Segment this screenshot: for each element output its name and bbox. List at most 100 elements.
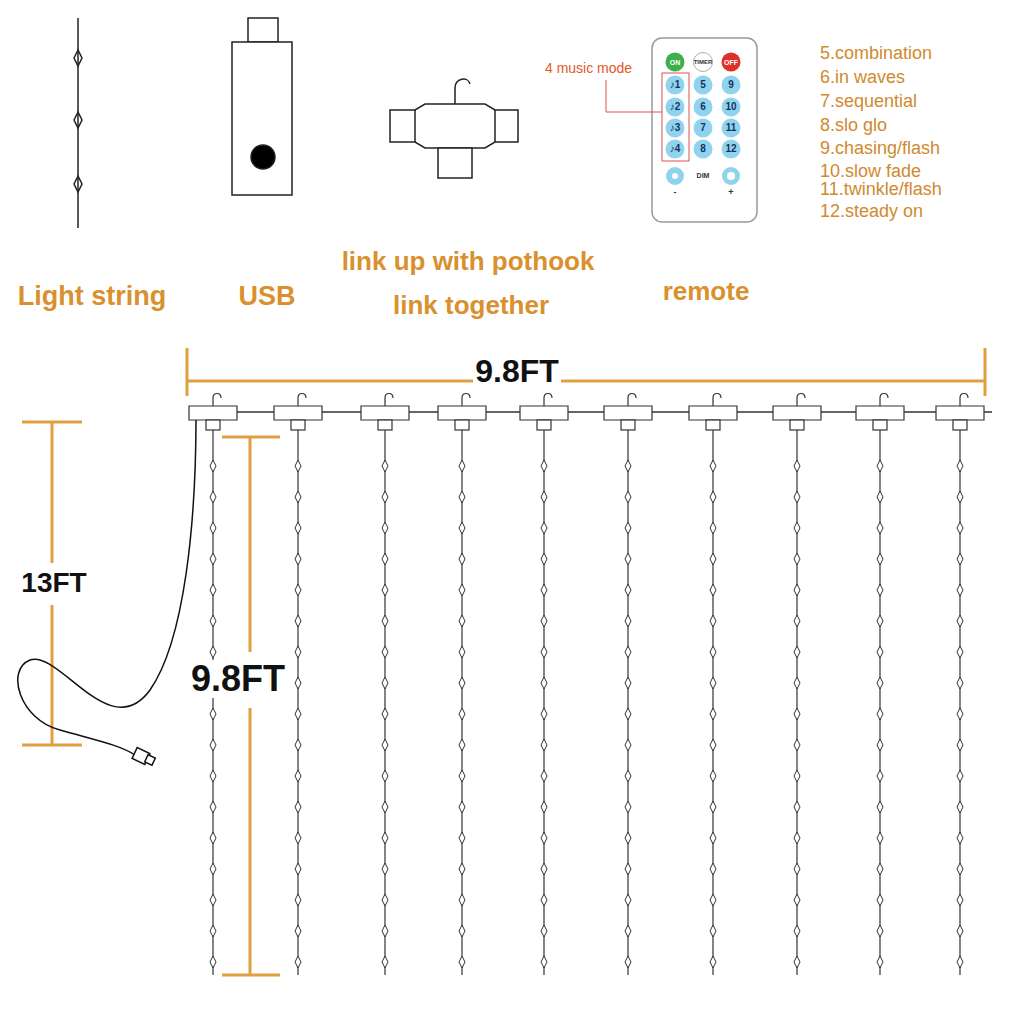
led-bead [210,770,216,782]
led-bead [957,956,963,968]
hook-connector [856,406,904,420]
led-bead [541,863,547,875]
led-bead [625,770,631,782]
led-bead [957,832,963,844]
led-bead [794,801,800,813]
led-bead [210,460,216,472]
hook-connector [936,406,984,420]
light-string-icon [74,18,82,228]
mode-item: 7.sequential [820,92,917,110]
connector-stem [706,420,720,430]
led-bead [625,894,631,906]
strand-wire [627,425,628,975]
light-strands [189,394,984,976]
led-bead [382,460,388,472]
strand-wire [879,425,880,975]
button-label: 10 [721,97,741,117]
led-bead [794,894,800,906]
led-bead [625,553,631,565]
led-bead [295,894,301,906]
led-bead [382,832,388,844]
usb-plug [132,748,155,766]
led-bead [541,491,547,503]
led-bead [295,770,301,782]
callout-text: 4 music mode [545,61,632,75]
led-bead [541,522,547,534]
led-bead [541,553,547,565]
led-bead [459,646,465,658]
mode-item: 8.slo glo [820,116,887,134]
button-label: 9 [721,75,741,95]
button-label: TIMER [693,52,713,72]
led-bead [625,956,631,968]
strand-wire [796,425,797,975]
remote-button: 5 [693,75,713,95]
led-bead [459,925,465,937]
remote-body [652,38,757,222]
pothook [544,394,552,407]
led-bead [877,770,883,782]
remote-button: TIMER [693,52,713,72]
led-bead [295,553,301,565]
led-bead [794,739,800,751]
pothook [628,394,636,407]
button-label: ♪4 [665,139,685,159]
led-bead [957,615,963,627]
led-bead [541,925,547,937]
pothook [213,394,221,407]
usb-cable [18,418,196,755]
connector-stem [378,420,392,430]
usb-icon [232,18,292,195]
pothook [713,394,721,407]
led-bead [625,925,631,937]
hook-connector [361,406,409,420]
led-bead [710,553,716,565]
led-bead [295,491,301,503]
connector-stem [206,420,220,430]
led-bead [794,863,800,875]
led-bead [710,956,716,968]
leader-line [606,80,662,112]
led-bead [295,832,301,844]
led-bead [382,956,388,968]
mode-item: 12.steady on [820,202,923,220]
strand-wire [212,425,213,975]
button-label: 5 [693,75,713,95]
button-label: 6 [693,97,713,117]
led-bead [210,584,216,596]
led-bead [625,832,631,844]
part-name: USB [238,283,295,310]
led-bead [710,801,716,813]
led-bead [794,584,800,596]
led-bead [710,646,716,658]
hook-connector [773,406,821,420]
led-bead [957,894,963,906]
led-bead [877,615,883,627]
led-bead [541,770,547,782]
remote-button: ♪3 [665,118,685,138]
remote-button: 6 [693,97,713,117]
button-label: ♪2 [665,97,685,117]
led-bead [382,491,388,503]
led-bead [877,460,883,472]
led-bead [459,522,465,534]
led-bead [625,522,631,534]
led-bead [295,615,301,627]
led-bead [877,801,883,813]
hook-connector [604,406,652,420]
led-bead [459,584,465,596]
width-dimension [187,348,985,396]
led-bead [382,553,388,565]
led-bead [877,646,883,658]
led-bead [382,646,388,658]
led-bead [541,956,547,968]
hook-connector [274,406,322,420]
led-bead [625,460,631,472]
led-bead [382,863,388,875]
led-bead [541,584,547,596]
led-bead [957,584,963,596]
led-bead [295,739,301,751]
led-bead [210,925,216,937]
led-bead [459,770,465,782]
led-bead [625,739,631,751]
